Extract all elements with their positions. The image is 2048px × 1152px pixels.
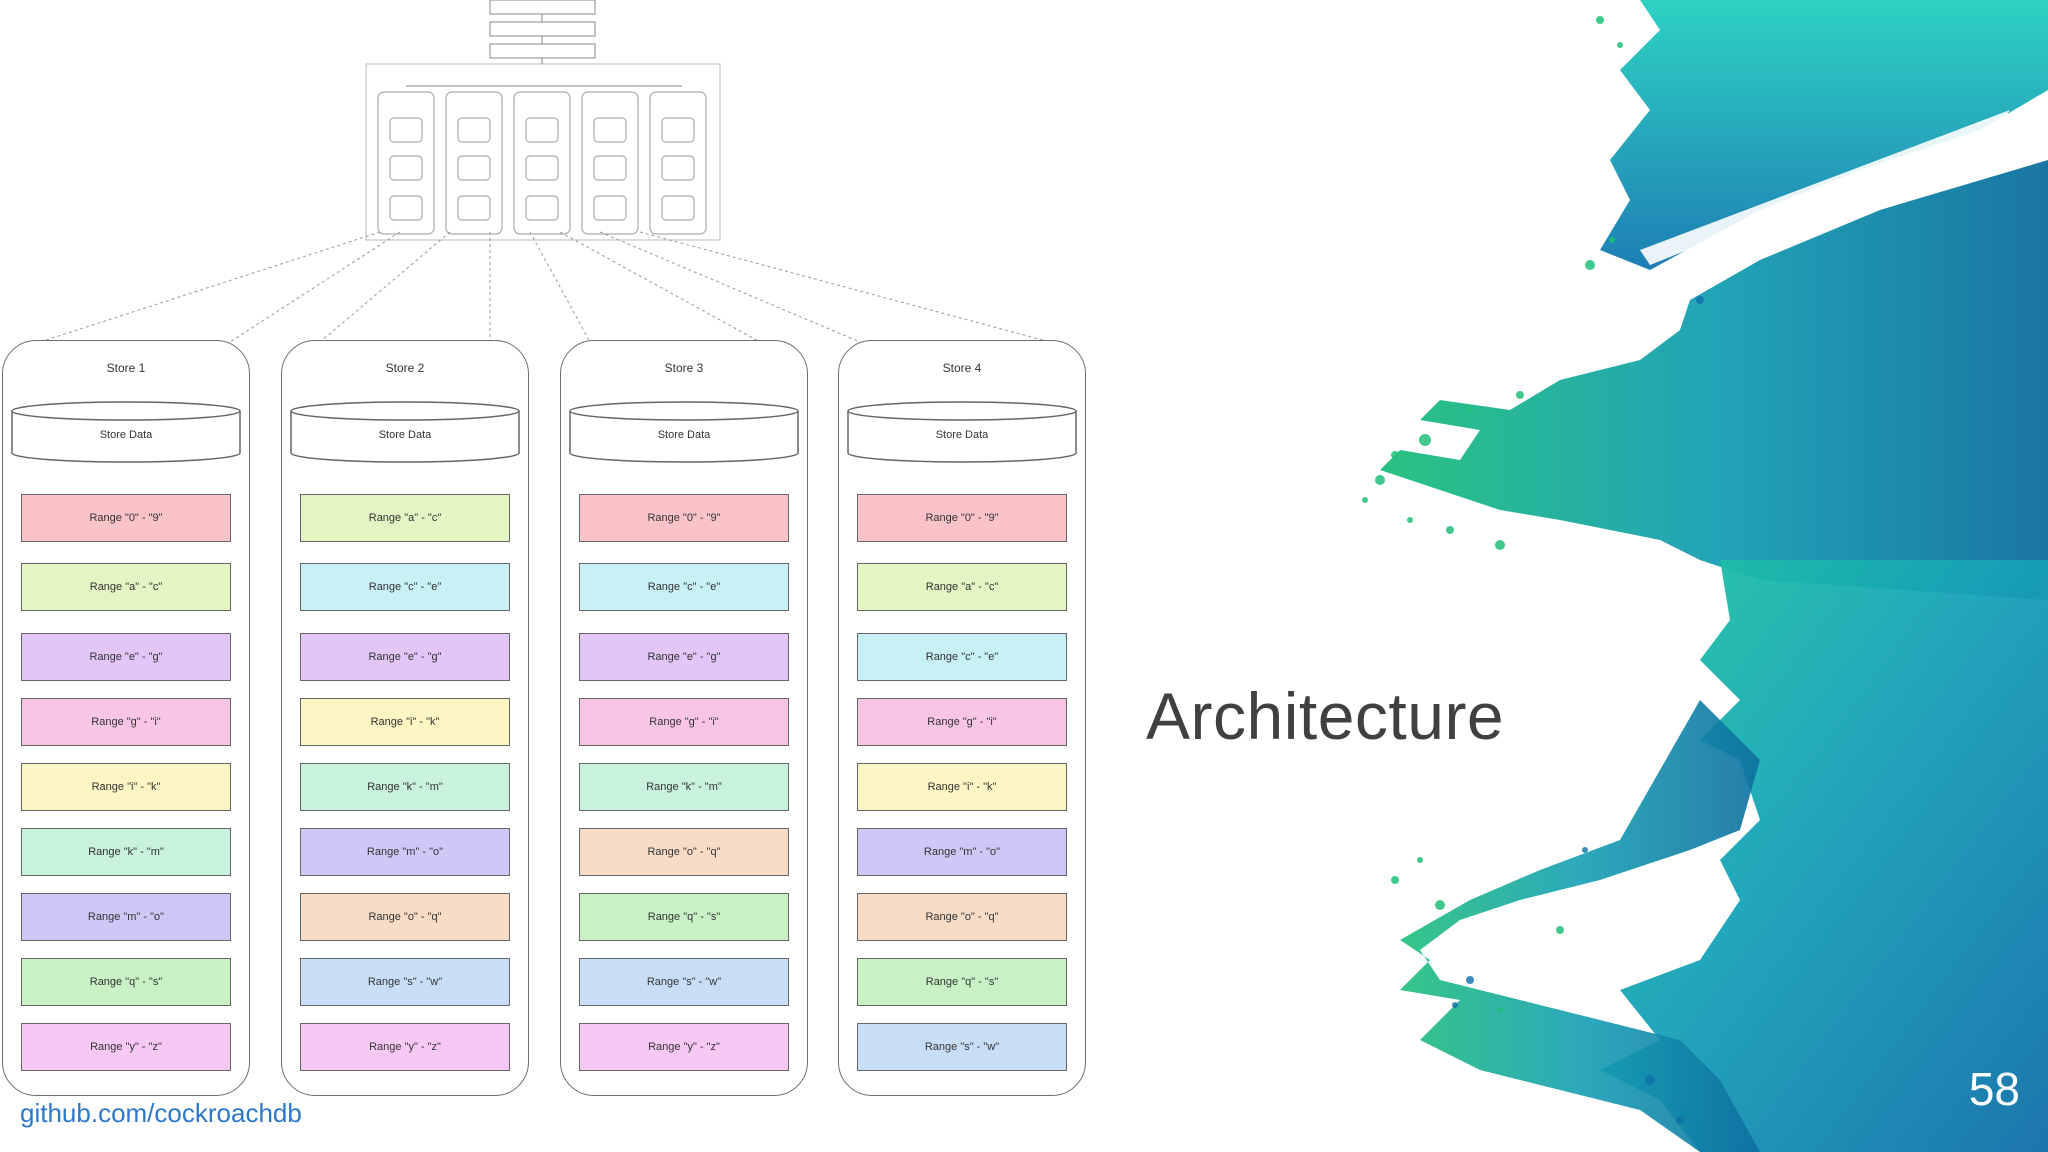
range-box: Range "s" - "w" [579, 958, 789, 1006]
range-box: Range "a" - "c" [300, 494, 510, 542]
store-data-cylinder: Store Data [569, 401, 799, 463]
range-box: Range "q" - "s" [579, 893, 789, 941]
range-box: Range "q" - "s" [857, 958, 1067, 1006]
store-data-label: Store Data [99, 429, 153, 441]
store-data-cylinder: Store Data [847, 401, 1077, 463]
store-data-cylinder: Store Data [11, 401, 241, 463]
range-box: Range "c" - "e" [857, 633, 1067, 681]
range-box: Range "m" - "o" [300, 828, 510, 876]
range-box: Range "k" - "m" [21, 828, 231, 876]
range-box: Range "c" - "e" [300, 563, 510, 611]
range-box: Range "y" - "z" [579, 1023, 789, 1071]
range-box: Range "k" - "m" [300, 763, 510, 811]
range-box: Range "q" - "s" [21, 958, 231, 1006]
range-box: Range "c" - "e" [579, 563, 789, 611]
range-box: Range "g" - "i" [857, 698, 1067, 746]
range-box: Range "s" - "w" [857, 1023, 1067, 1071]
range-box: Range "e" - "g" [21, 633, 231, 681]
node-overview-diagram [39, 0, 1051, 343]
range-box: Range "k" - "m" [579, 763, 789, 811]
range-box: Range "i" - "k" [21, 763, 231, 811]
range-box: Range "0" - "9" [857, 494, 1067, 542]
range-box: Range "g" - "i" [579, 698, 789, 746]
store-data-cylinder: Store Data [290, 401, 520, 463]
range-box: Range "g" - "i" [21, 698, 231, 746]
slide-title: Architecture [1146, 679, 1505, 753]
page-number: 58 [1968, 1063, 2020, 1115]
range-box: Range "m" - "o" [857, 828, 1067, 876]
store-data-label: Store Data [657, 429, 711, 441]
range-box: Range "0" - "9" [21, 494, 231, 542]
range-box: Range "i" - "k" [857, 763, 1067, 811]
store-title: Store 4 [942, 361, 982, 375]
range-box: Range "s" - "w" [300, 958, 510, 1006]
source-link[interactable]: github.com/cockroachdb [20, 1098, 302, 1128]
store-title: Store 1 [106, 361, 146, 375]
store-title: Store 2 [385, 361, 425, 375]
range-box: Range "y" - "z" [21, 1023, 231, 1071]
store-title: Store 3 [664, 361, 704, 375]
store-data-label: Store Data [378, 429, 432, 441]
range-box: Range "m" - "o" [21, 893, 231, 941]
range-box: Range "o" - "q" [579, 828, 789, 876]
range-box: Range "e" - "g" [300, 633, 510, 681]
store-data-label: Store Data [935, 429, 989, 441]
range-box: Range "a" - "c" [21, 563, 231, 611]
range-box: Range "i" - "k" [300, 698, 510, 746]
range-box: Range "y" - "z" [300, 1023, 510, 1071]
range-box: Range "a" - "c" [857, 563, 1067, 611]
range-box: Range "o" - "q" [857, 893, 1067, 941]
range-box: Range "o" - "q" [300, 893, 510, 941]
range-box: Range "e" - "g" [579, 633, 789, 681]
range-box: Range "0" - "9" [579, 494, 789, 542]
